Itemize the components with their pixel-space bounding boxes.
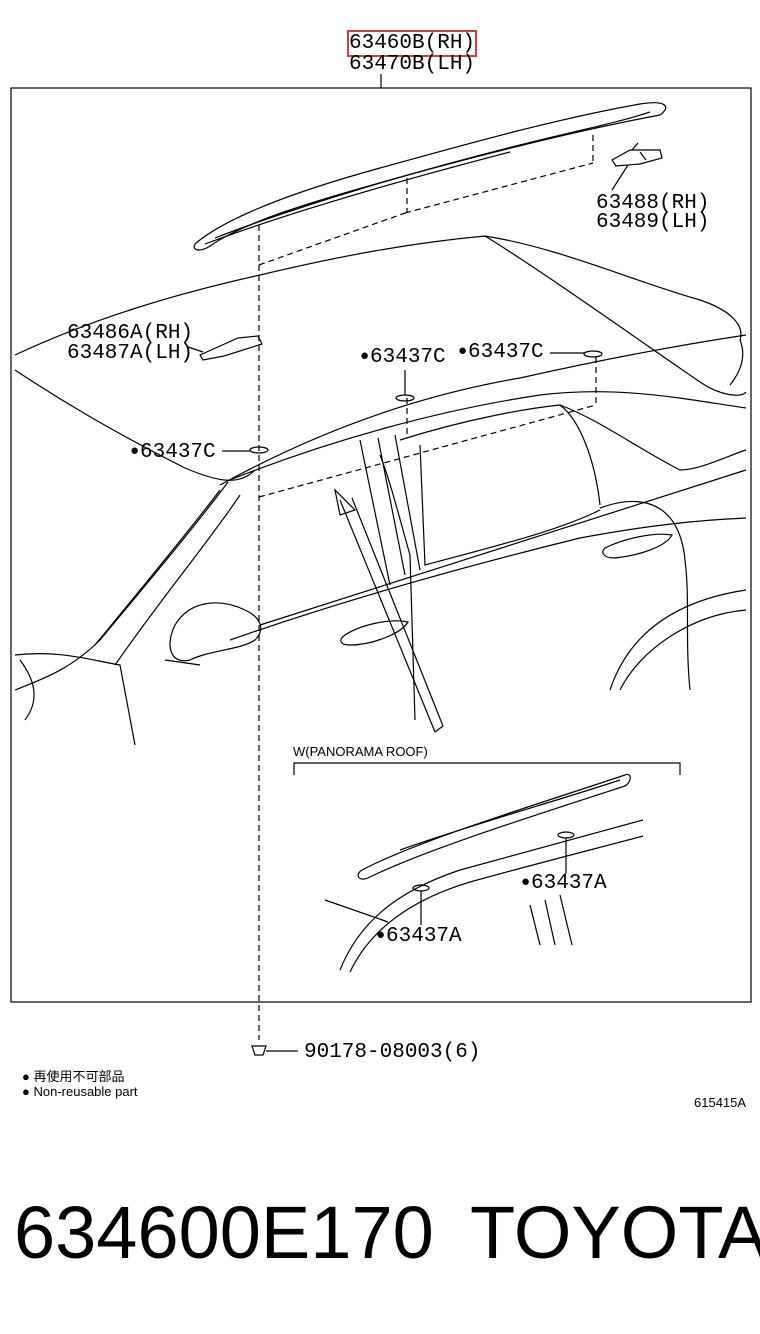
bracket-label-lh: 63489(LH) <box>596 211 710 234</box>
rear-bracket <box>611 149 663 167</box>
part-number-lh: 63470B(LH) <box>349 53 476 76</box>
clip-label-center: 63437C <box>360 346 446 369</box>
footer-brand: TOYOTA <box>470 1191 760 1274</box>
bracket-label-rh: 63488(RH) <box>596 192 710 215</box>
clip-label-front: 63437C <box>130 441 216 464</box>
fastener-label: 90178-08003(6) <box>304 1041 481 1064</box>
legend-en: Non-reusable part <box>33 1084 138 1099</box>
front-cover <box>199 335 263 361</box>
inset-title: W(PANORAMA ROOF) <box>293 744 428 759</box>
detail-arrow <box>334 488 357 516</box>
clip-a-label-upper: 63437A <box>521 872 607 895</box>
inset-bracket <box>293 762 681 775</box>
footer-part-number: 634600E170 <box>14 1191 434 1274</box>
roof-rail <box>193 102 667 251</box>
legend-bullet-icon: ● <box>22 1069 30 1084</box>
figure-code: 615415A <box>694 1095 747 1110</box>
cover-label-lh: 63487A(LH) <box>67 342 194 365</box>
clip-a-label-lower: 63437A <box>376 925 462 948</box>
clip-label-rear: 63437C <box>458 341 544 364</box>
cover-label-rh: 63486A(RH) <box>67 322 194 345</box>
part-number-rh: 63460B(RH) <box>346 30 478 57</box>
legend-bullet-icon: ● <box>22 1084 30 1099</box>
fastener-symbol <box>251 1045 267 1056</box>
legend-cn: 再使用不可部品 <box>33 1070 125 1085</box>
